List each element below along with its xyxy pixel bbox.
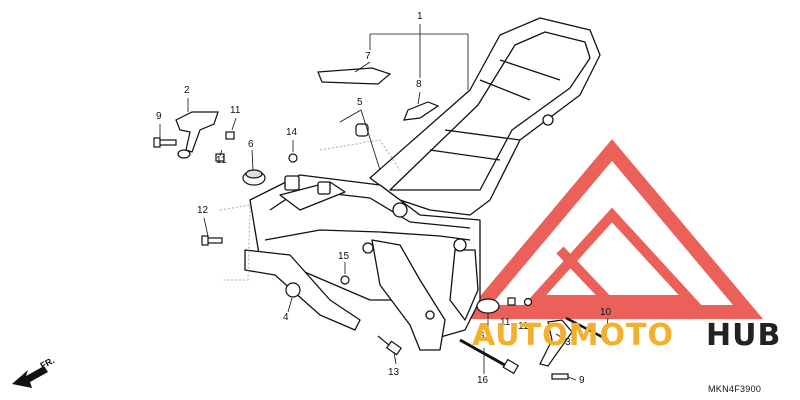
callout-10: 10 (600, 307, 612, 318)
callout-11c: 11 (500, 317, 511, 328)
callout-15: 15 (338, 251, 350, 262)
callout-2: 2 (184, 85, 190, 96)
watermark-text-auto: AUTOMOTO (472, 318, 674, 353)
callout-11d: 11 (518, 321, 529, 332)
frame-body (219, 17, 601, 351)
watermark-text-hub: HUB (706, 318, 782, 353)
callout-16: 16 (477, 375, 489, 386)
callout-1: 1 (417, 11, 423, 22)
callout-9a: 9 (156, 111, 162, 122)
watermark-logo (460, 139, 764, 319)
callout-3: 3 (565, 337, 571, 348)
callout-6b: 6 (479, 331, 485, 342)
small-parts (153, 67, 609, 380)
leader-lines (159, 24, 609, 381)
callout-4: 4 (283, 312, 289, 323)
callout-6a: 6 (248, 139, 254, 150)
callout-8: 8 (416, 79, 422, 90)
diagram-code: MKN4F3900 (708, 384, 762, 394)
callout-7: 7 (365, 51, 371, 62)
callout-13: 13 (388, 367, 400, 378)
callout-12: 12 (197, 205, 209, 216)
callout-5: 5 (357, 97, 363, 108)
callout-9b: 9 (579, 375, 585, 386)
callout-11a: 11 (230, 105, 241, 116)
callout-11b: 11 (216, 155, 227, 166)
front-arrow (12, 366, 48, 388)
callout-14: 14 (286, 127, 298, 138)
